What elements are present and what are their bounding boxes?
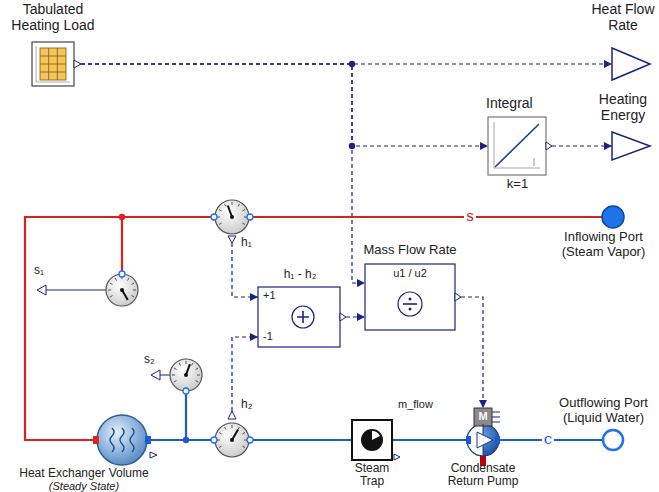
sensor-gauge — [170, 359, 202, 394]
heat-exchanger-volume: Heat Exchanger Volume(Steady State) — [4, 410, 164, 492]
fluid-connector — [122, 217, 211, 271]
divider-block: Mass Flow Rate u1 / u2 — [355, 243, 465, 333]
sensor-output-wire — [160, 375, 170, 376]
sensor-output — [151, 370, 160, 380]
fluid-connector — [253, 439, 352, 441]
fluid-port: Inflowing Port (Steam Vapor) — [550, 204, 655, 266]
node-label: Tabulated Heating Load — [3, 2, 103, 33]
fluid-connector — [253, 216, 602, 218]
junction-dot — [183, 437, 189, 443]
node-label: Heating Energy — [590, 92, 656, 123]
output-connector: Heating Energy — [590, 92, 656, 162]
signal-connector — [232, 243, 258, 297]
fluid-connector — [392, 439, 466, 441]
node-label: h₂ — [241, 398, 261, 411]
table-source: Tabulated Heating Load — [3, 2, 103, 94]
sensor-output — [228, 411, 236, 419]
node-label: (Steady State) — [4, 480, 164, 492]
signal-connector — [461, 297, 483, 408]
sensor-gauge — [211, 423, 253, 457]
steam-trap-symbol — [352, 420, 400, 460]
node-label: Heat Flow Rate — [590, 2, 656, 33]
heat-exchanger-volume — [93, 415, 157, 465]
node-label: +1 — [263, 289, 287, 301]
node-label: Heat Exchanger Volume — [4, 467, 164, 480]
node-label: Condensate Return Pump — [443, 462, 523, 489]
signal-connector — [346, 316, 365, 317]
node-label: m_flow — [398, 398, 458, 410]
node-label: Inflowing Port (Steam Vapor) — [552, 230, 655, 259]
node-label: Integral — [486, 96, 556, 112]
sensor-gauge — [211, 200, 253, 234]
junction-dot — [119, 214, 125, 220]
node-label: Mass Flow Rate — [355, 243, 465, 258]
table-icon — [32, 42, 81, 86]
node-label: s₁ — [34, 264, 54, 277]
junction-dot — [349, 143, 355, 149]
node-label: -1 — [263, 330, 287, 342]
adder-block: h₁ - h₂ +1 -1 — [255, 268, 345, 348]
enthalpy-sensor: h₂ — [205, 394, 261, 460]
steam-trap: Steam Trap — [338, 418, 406, 492]
adder-block — [258, 287, 346, 347]
node-label: u1 / u2 — [355, 267, 465, 279]
sensor-output — [228, 236, 236, 243]
output-connector — [612, 48, 650, 80]
entropy-sensor: s₂ — [140, 353, 206, 395]
fluid-connector — [186, 394, 211, 440]
node-label: k=1 — [480, 177, 555, 192]
signal-connector — [81, 64, 488, 146]
node-label: Steam Trap — [348, 462, 396, 489]
integrator-block — [488, 117, 552, 175]
sensor-output-wire — [46, 290, 106, 291]
connector-label: c — [542, 432, 554, 447]
inflow-port — [602, 206, 624, 228]
output-connector: Heat Flow Rate — [590, 2, 659, 82]
node-label: M — [474, 410, 492, 422]
node-label: Outflowing Port (Liquid Water) — [552, 396, 655, 425]
integrator-block: Integral k=1 — [480, 96, 556, 196]
pump: m_flowM Condensate Return Pump — [392, 396, 542, 492]
signal-connector — [552, 145, 612, 146]
entropy-sensor: s₁ — [28, 264, 142, 310]
junction-dot — [349, 61, 355, 67]
fluid-port: Outflowing Port (Liquid Water) — [550, 396, 655, 456]
sensor-gauge — [106, 271, 138, 306]
outflow-port — [603, 430, 623, 450]
node-label: h₁ — [241, 236, 261, 249]
node-label: s₂ — [144, 353, 164, 366]
output-connector — [612, 132, 650, 160]
fluid-connector — [25, 217, 211, 440]
signal-connector — [81, 64, 365, 283]
enthalpy-sensor: h₁ — [205, 196, 261, 258]
connector-label: s — [464, 209, 476, 224]
pump-symbol — [466, 408, 500, 466]
node-label: h₁ - h₂ — [255, 268, 345, 281]
sensor-output — [37, 285, 46, 295]
